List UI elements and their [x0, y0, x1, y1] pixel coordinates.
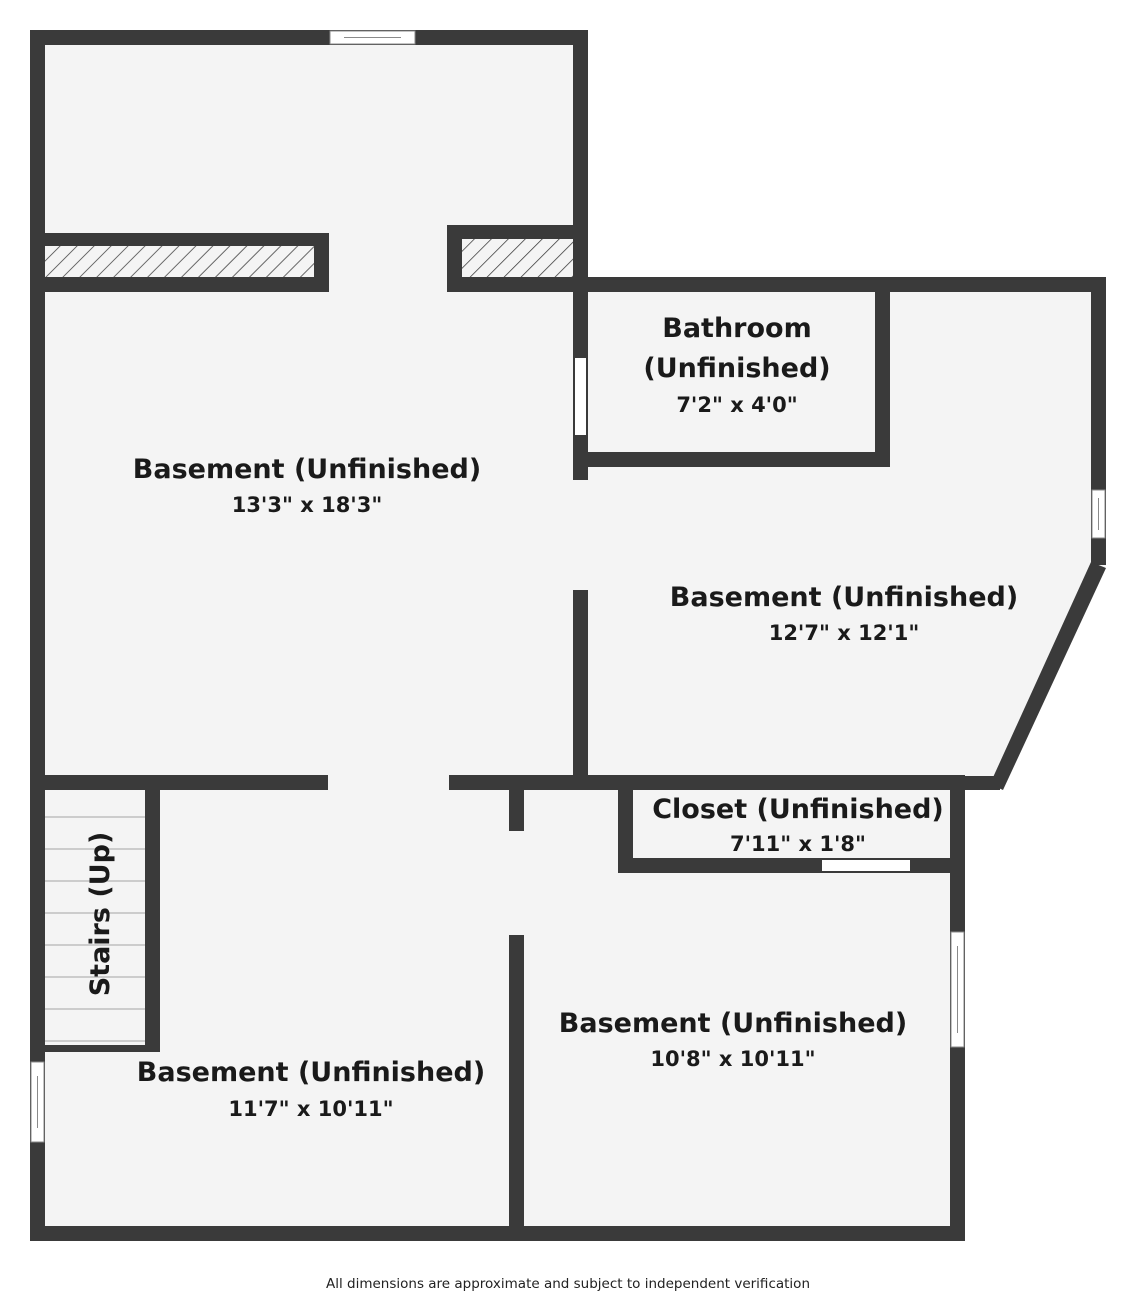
- room-label-basement-main: Basement (Unfinished) 13'3" x 18'3": [133, 454, 481, 517]
- wall-west: [30, 30, 45, 1241]
- window-north: [329, 30, 416, 45]
- room-dimensions: 10'8" x 10'11": [650, 1047, 815, 1071]
- room-dimensions: 13'3" x 18'3": [232, 493, 383, 517]
- room-name: Basement (Unfinished): [133, 454, 481, 485]
- room-dimensions: 11'7" x 10'11": [228, 1097, 393, 1121]
- storage-right-hatch: [462, 239, 573, 277]
- window-east: [1091, 489, 1106, 539]
- bathroom-wall-east: [875, 277, 890, 467]
- disclaimer-text: All dimensions are approximate and subje…: [325, 1276, 810, 1292]
- room-dimensions: 12'7" x 12'1": [769, 621, 920, 645]
- wall-diagonal: [990, 562, 1106, 790]
- closet-wall-west: [618, 775, 633, 873]
- room-label-bathroom: Bathroom (Unfinished) 7'2" x 4'0": [643, 313, 830, 417]
- room-label-basement-east: Basement (Unfinished) 12'7" x 12'1": [670, 582, 1018, 645]
- room-dimensions: 7'2" x 4'0": [676, 393, 797, 417]
- closet-doorway: [822, 860, 910, 871]
- room-name: Closet (Unfinished): [652, 794, 944, 825]
- interior-walls: [30, 225, 965, 1241]
- room-name: Basement (Unfinished): [670, 582, 1018, 613]
- storage-left-hatch: [45, 246, 314, 277]
- stub-wall: [509, 784, 524, 831]
- partition-wall-east: [573, 590, 588, 790]
- windows: [30, 30, 1106, 1143]
- bathroom-doorway: [575, 358, 586, 435]
- mid-wall-east: [449, 775, 965, 790]
- wall-south: [30, 1226, 965, 1241]
- room-label-basement-southeast: Basement (Unfinished) 10'8" x 10'11": [559, 1008, 907, 1071]
- window-west: [30, 1061, 45, 1143]
- room-name: Basement (Unfinished): [559, 1008, 907, 1039]
- partition-wall-south: [509, 935, 524, 1241]
- floor-area: [30, 30, 1106, 1241]
- room-name: Stairs (Up): [85, 832, 116, 997]
- room-label-closet: Closet (Unfinished) 7'11" x 1'8": [652, 794, 944, 856]
- room-name: (Unfinished): [643, 353, 830, 384]
- room-dimensions: 7'11" x 1'8": [730, 832, 866, 856]
- window-east-south: [950, 931, 965, 1048]
- mid-wall-west: [30, 775, 328, 790]
- stairs-wall-east: [145, 775, 160, 1052]
- wall-north-east-step: [573, 277, 1106, 292]
- wall-north: [30, 30, 588, 45]
- room-name: Basement (Unfinished): [137, 1057, 485, 1088]
- room-label-basement-southwest: Basement (Unfinished) 11'7" x 10'11": [137, 1057, 485, 1121]
- room-label-stairs: Stairs (Up): [85, 832, 116, 997]
- closet-wall-south: [618, 858, 965, 873]
- stairs-treads: [45, 816, 160, 1052]
- room-name: Bathroom: [662, 313, 811, 344]
- bathroom-wall-south: [573, 452, 890, 467]
